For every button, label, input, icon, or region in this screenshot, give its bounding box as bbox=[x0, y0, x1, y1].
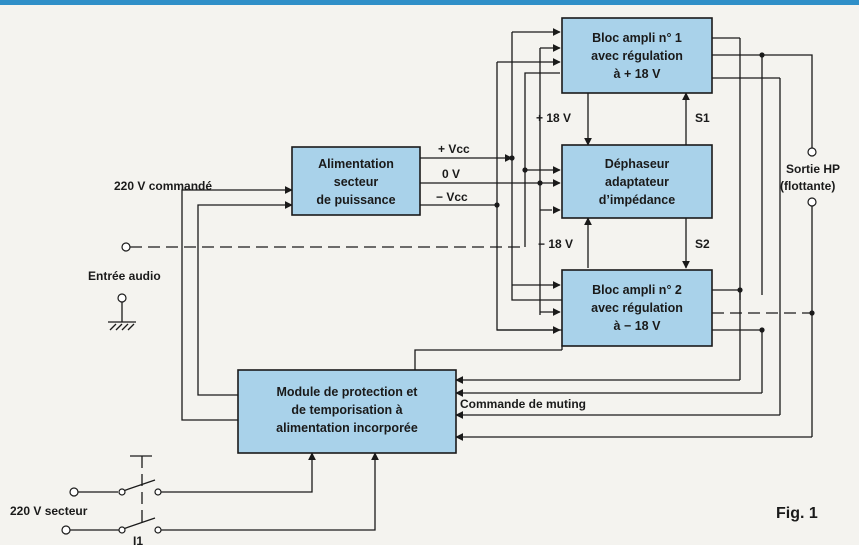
block-protect-line1: Module de protection et bbox=[277, 385, 419, 399]
block-supply-line3: de puissance bbox=[316, 193, 395, 207]
block-amp2-line1: Bloc ampli n° 2 bbox=[592, 283, 682, 297]
block-amp1-line2: avec régulation bbox=[591, 49, 683, 63]
label-0v: 0 V bbox=[442, 167, 460, 181]
block-amp1: Bloc ampli n° 1 avec régulation à + 18 V bbox=[561, 17, 713, 94]
block-supply: Alimentation secteur de puissance bbox=[291, 146, 421, 216]
label-audio-input: Entrée audio bbox=[88, 269, 161, 283]
label-s2: S2 bbox=[695, 237, 710, 251]
label-muting: Commande de muting bbox=[460, 397, 586, 411]
block-phase-line2: adaptateur bbox=[605, 175, 669, 189]
top-accent-bar bbox=[0, 0, 859, 5]
block-protect-line3: alimentation incorporée bbox=[276, 421, 418, 435]
junction-dots bbox=[494, 52, 815, 333]
label-s1: S1 bbox=[695, 111, 710, 125]
label-220v-secteur: 220 V secteur bbox=[10, 504, 88, 518]
block-protection-module: Module de protection et de temporisation… bbox=[237, 369, 457, 454]
block-supply-line1: Alimentation bbox=[318, 157, 394, 171]
block-phase-shifter: Déphaseur adaptateur d’impédance bbox=[561, 144, 713, 219]
block-supply-line2: secteur bbox=[334, 175, 379, 189]
block-phase-line1: Déphaseur bbox=[605, 157, 670, 171]
block-amp2-line2: avec régulation bbox=[591, 301, 683, 315]
block-amp2-line3: à − 18 V bbox=[614, 319, 662, 333]
label-vcc-plus: + Vcc bbox=[438, 142, 470, 156]
wires bbox=[70, 28, 813, 531]
figure-label: Fig. 1 bbox=[776, 505, 818, 522]
terminals bbox=[61, 147, 817, 535]
label-minus-18v: − 18 V bbox=[538, 237, 573, 251]
label-plus-18v: + 18 V bbox=[536, 111, 571, 125]
label-switch-i1: I1 bbox=[133, 534, 143, 545]
label-hp-out-1: Sortie HP bbox=[786, 162, 840, 176]
block-amp2: Bloc ampli n° 2 avec régulation à − 18 V bbox=[561, 269, 713, 347]
block-amp1-line1: Bloc ampli n° 1 bbox=[592, 31, 682, 45]
label-vcc-minus: − Vcc bbox=[436, 190, 468, 204]
label-hp-out-2: (flottante) bbox=[780, 179, 835, 193]
block-protect-line2: de temporisation à bbox=[291, 403, 402, 417]
label-220v-commande: 220 V commandé bbox=[114, 179, 212, 193]
block-phase-line3: d’impédance bbox=[599, 193, 675, 207]
labels: + Vcc 0 V − Vcc + 18 V − 18 V S1 S2 220 … bbox=[10, 111, 840, 545]
block-amp1-line3: à + 18 V bbox=[614, 67, 662, 81]
